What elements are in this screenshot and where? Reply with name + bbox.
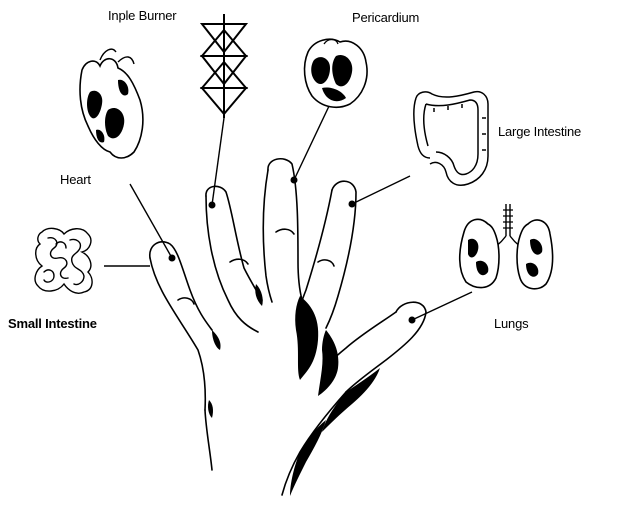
leader-lungs (412, 292, 472, 320)
leader-heart (130, 184, 172, 258)
hand-illustration-icon (150, 159, 426, 495)
label-heart: Heart (60, 172, 91, 187)
heart-organ-icon (80, 49, 143, 158)
leader-triple-burner (212, 118, 224, 205)
label-pericardium: Pericardium (352, 10, 419, 25)
large-intestine-icon (414, 92, 488, 186)
label-triple-burner: Inple Burner (108, 8, 176, 23)
lungs-icon (460, 204, 553, 289)
pericardium-organ-icon (305, 39, 368, 107)
small-intestine-icon (35, 228, 92, 293)
leader-pericardium (294, 104, 330, 180)
leader-large-intestine (352, 176, 410, 204)
label-small-intestine: Small Intestine (8, 316, 97, 331)
label-large-intestine: Large Intestine (498, 124, 581, 139)
label-lungs: Lungs (494, 316, 528, 331)
triple-triangle-icon (202, 14, 246, 118)
